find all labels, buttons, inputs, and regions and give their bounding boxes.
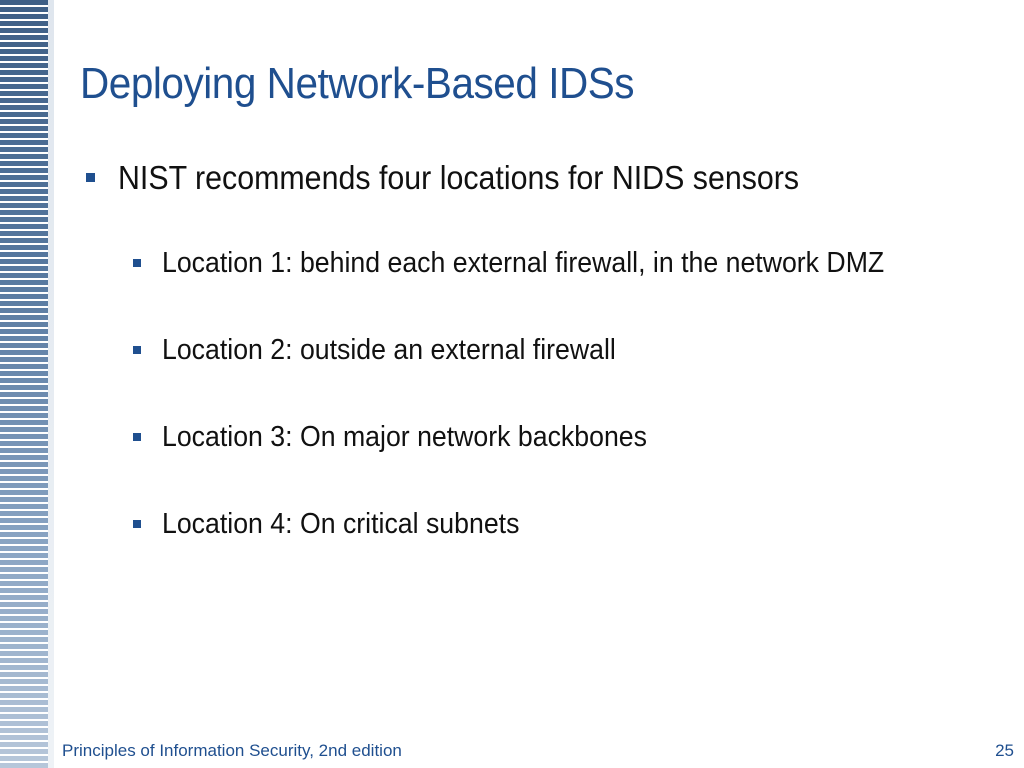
square-bullet-icon xyxy=(133,259,141,267)
decorative-side-edge xyxy=(48,0,54,768)
slide-title: Deploying Network-Based IDSs xyxy=(80,59,635,108)
bullet-item: NIST recommends four locations for NIDS … xyxy=(80,150,1000,206)
sub-bullet-text: Location 4: On critical subnets xyxy=(162,508,520,540)
sub-bullet-text: Location 2: outside an external firewall xyxy=(162,334,616,366)
bullet-list: NIST recommends four locations for NIDS … xyxy=(80,150,1000,586)
square-bullet-icon xyxy=(133,346,141,354)
sub-bullet-item: Location 3: On major network backbones xyxy=(80,412,1000,462)
sub-bullet-text: Location 1: behind each external firewal… xyxy=(162,247,885,279)
decorative-side-stripe xyxy=(0,0,48,768)
square-bullet-icon xyxy=(86,173,95,182)
footer-book-title: Principles of Information Security, 2nd … xyxy=(62,741,402,760)
sub-bullet-item: Location 2: outside an external firewall xyxy=(80,325,1000,375)
sub-bullet-item: Location 1: behind each external firewal… xyxy=(80,238,1000,288)
square-bullet-icon xyxy=(133,520,141,528)
sub-bullet-text: Location 3: On major network backbones xyxy=(162,421,647,453)
bullet-text: NIST recommends four locations for NIDS … xyxy=(118,159,800,196)
square-bullet-icon xyxy=(133,433,141,441)
footer-page-number: 25 xyxy=(995,741,1014,760)
sub-bullet-item: Location 4: On critical subnets xyxy=(80,499,1000,549)
